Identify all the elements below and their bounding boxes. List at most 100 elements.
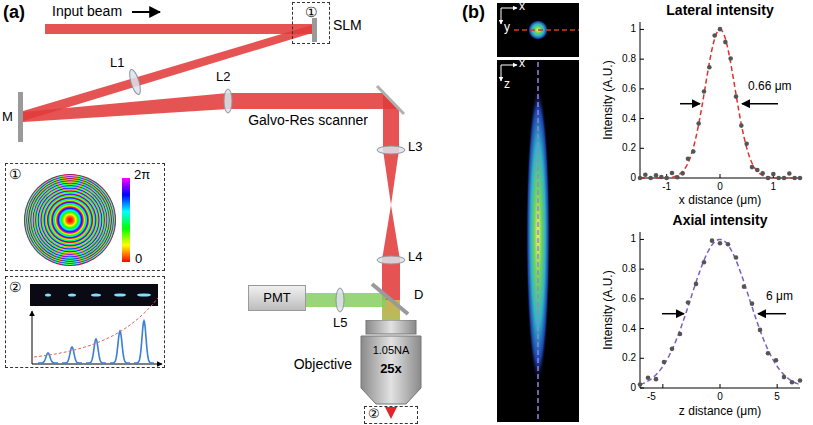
phase-ring (36, 186, 105, 255)
axis-arrow (501, 65, 502, 81)
tick (640, 388, 644, 389)
phase-ring (25, 175, 115, 265)
direction-arrow (132, 11, 160, 13)
phase-ring (29, 179, 111, 261)
callout-box: ② (364, 406, 418, 424)
phase-ring (42, 192, 98, 248)
data-point (670, 347, 675, 352)
mirror (18, 92, 23, 142)
objective-lens: Objective1.05NA25x (358, 320, 424, 406)
panel-label: (b) (462, 2, 485, 23)
beam-label: Input beam (52, 3, 122, 19)
phase-ring (54, 204, 87, 237)
tick-label: 0 (630, 172, 636, 184)
tick-label: 0 (717, 181, 723, 193)
phase-ring (56, 206, 85, 235)
phase-ring (58, 208, 83, 233)
colorbar (122, 178, 130, 262)
phase-ring (42, 192, 99, 249)
data-point (675, 175, 680, 180)
focus-spot (45, 293, 51, 296)
phase-ring (70, 220, 71, 221)
phase-ring (38, 188, 103, 253)
phase-ring (68, 218, 73, 223)
phase-ring (45, 195, 96, 246)
phase-ring (53, 203, 87, 237)
gaussian-fit (640, 29, 800, 178)
data-point (702, 89, 707, 94)
data-point (680, 171, 685, 176)
phase-ring (37, 187, 104, 254)
phase-ring (27, 177, 113, 263)
part-label: L3 (408, 140, 422, 155)
plot-title: Axial intensity (673, 212, 768, 228)
phase-ring (66, 216, 75, 225)
colorbar-label: 2π (134, 168, 150, 183)
laser-focus (385, 407, 397, 419)
phase-ring (39, 189, 102, 252)
part-label: D (414, 288, 423, 303)
phase-ring (46, 196, 95, 245)
fwhm-arrow (662, 313, 684, 315)
part-label: L4 (408, 250, 422, 265)
data-point (664, 176, 669, 181)
galvo-mirror (377, 86, 404, 114)
data-point (758, 328, 763, 333)
psf-image-xy (497, 3, 579, 57)
part-label: M (2, 110, 13, 125)
data-point (712, 33, 717, 38)
phase-ring (56, 206, 84, 234)
fwhm-arrow (758, 313, 786, 315)
phase-ring (53, 203, 88, 238)
phase-ring (57, 207, 83, 233)
data-point (787, 171, 792, 176)
tick-label: 0.2 (622, 353, 636, 365)
data-point (798, 176, 803, 181)
phase-ring (65, 215, 75, 225)
part-label: L5 (333, 316, 347, 331)
spec-label: 1.05NA (358, 344, 424, 357)
intensity-peak (62, 347, 82, 363)
data-point (728, 56, 733, 61)
data-point (750, 165, 755, 170)
part-label: PMT (249, 291, 305, 306)
tick-label: 5 (774, 391, 780, 403)
fwhm-label: 6 μm (766, 290, 793, 304)
data-point (691, 149, 696, 154)
axis (32, 364, 162, 365)
tick (640, 298, 644, 299)
data-point (710, 238, 715, 243)
tick (640, 118, 644, 119)
focus-spot (137, 293, 151, 296)
phase-ring (69, 219, 71, 221)
tick (640, 269, 644, 270)
phase-ring (33, 183, 108, 258)
phase-ring (41, 191, 99, 249)
data-point (776, 176, 781, 181)
inset-box: ① (5, 163, 165, 271)
callout-number: ② (9, 279, 22, 295)
tick-label: 0.6 (622, 83, 636, 95)
fwhm-arrow (680, 103, 700, 105)
tick (640, 358, 644, 359)
focus-spot (114, 293, 126, 296)
tick-label: 0.6 (622, 293, 636, 305)
data-point (734, 255, 739, 260)
callout-number: ② (368, 407, 380, 422)
focus-spot (91, 293, 101, 296)
phase-ring (59, 209, 82, 232)
data-point (646, 375, 651, 380)
phase-ring (61, 211, 80, 230)
data-point (654, 173, 659, 178)
axis-title: Intensity (A.U.) (602, 270, 616, 349)
tick-label: 0 (717, 391, 723, 403)
phase-ring (35, 185, 106, 256)
axis (32, 311, 33, 364)
phase-ring (40, 190, 100, 250)
tick-label: 0.8 (622, 53, 636, 65)
tick (640, 328, 644, 329)
phase-ring (44, 194, 97, 247)
phase-ring (25, 175, 116, 266)
intensity-peak (134, 321, 154, 363)
axis-label: z (504, 78, 510, 92)
